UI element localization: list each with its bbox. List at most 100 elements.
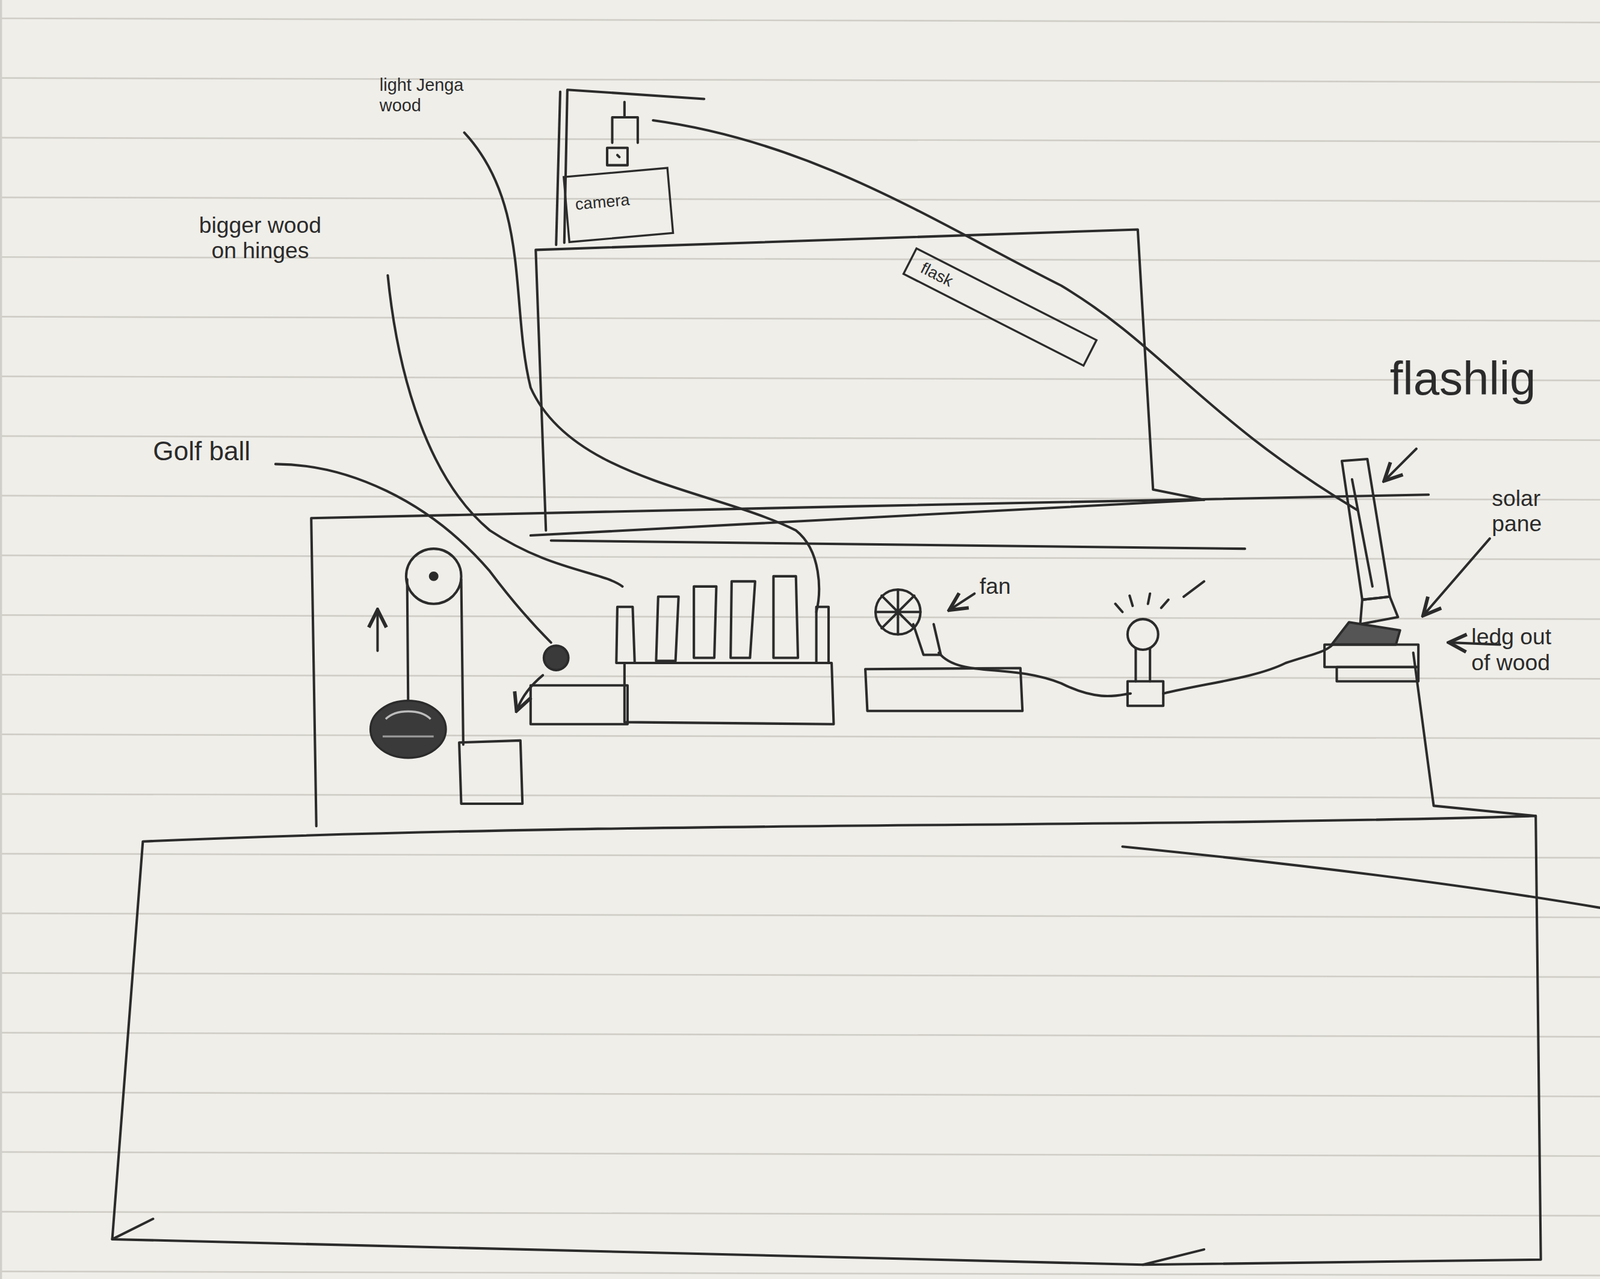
base-board-stroke	[112, 1219, 154, 1240]
leader-lines-stroke	[275, 463, 552, 643]
base-board-stroke	[112, 815, 1542, 1265]
leader-lines-stroke	[1385, 448, 1417, 480]
light-bulb-stroke	[1115, 581, 1205, 612]
leader-lines-stroke	[387, 275, 623, 587]
leader-lines-stroke	[1424, 538, 1490, 614]
jenga-frame-stroke	[564, 89, 705, 243]
fan-stroke	[938, 652, 1131, 697]
ruled-lines	[0, 18, 1600, 1277]
ruled-line	[0, 376, 1600, 381]
pulley-stroke	[376, 611, 379, 651]
jenga-frame-stroke	[617, 155, 620, 158]
solar-panel-stroke	[1331, 622, 1401, 645]
ruled-line	[0, 555, 1600, 560]
ruled-line	[0, 197, 1600, 202]
pulley-stroke	[430, 572, 438, 581]
ruled-line	[0, 913, 1600, 918]
dominoes-stroke	[693, 586, 717, 659]
leader-lines-stroke	[950, 593, 975, 609]
ruled-line	[0, 675, 1600, 680]
jenga-frame-stroke	[607, 148, 628, 166]
counterweight-stroke	[385, 711, 431, 720]
base-board-stroke	[1142, 1249, 1205, 1265]
string-line	[652, 120, 1357, 511]
ruled-line	[0, 1211, 1600, 1217]
jenga-frame-stroke	[555, 92, 561, 245]
solar-panel-stroke	[1336, 667, 1419, 682]
middle-board-stroke	[1413, 652, 1536, 816]
part-label: ledg out of wood	[1471, 624, 1564, 677]
solar-panel	[1324, 622, 1419, 682]
paper-edge	[0, 0, 2, 1279]
ruled-line	[0, 1152, 1600, 1157]
pulley-stroke	[406, 548, 462, 605]
counterweight-stroke	[382, 735, 434, 738]
upper-board-stroke	[530, 500, 1205, 536]
dominoes-stroke	[816, 607, 829, 664]
flashlight	[1341, 459, 1398, 625]
fan	[865, 589, 1131, 712]
ruled-line	[0, 18, 1600, 23]
middle-board	[311, 494, 1536, 827]
light-bulb-stroke	[1135, 648, 1150, 682]
part-label: light Jenga wood	[379, 75, 508, 115]
light-bulb	[1115, 581, 1338, 706]
ruled-line	[0, 316, 1600, 321]
middle-board-stroke	[551, 540, 1245, 550]
base-board-stroke	[1122, 846, 1600, 909]
golf-ball	[517, 645, 569, 709]
dominoes-stroke	[624, 663, 834, 725]
ruled-line	[0, 734, 1600, 739]
counterweight	[370, 701, 446, 759]
flashlight-stroke	[1360, 596, 1399, 625]
ruled-line	[0, 972, 1600, 978]
base-board	[112, 815, 1600, 1265]
dominoes-stroke	[730, 581, 756, 658]
light-bulb-stroke	[1127, 681, 1164, 707]
part-label: bigger wood on hinges	[183, 212, 337, 265]
part-label: fan	[979, 573, 1041, 600]
jenga-frame	[555, 89, 705, 245]
fan-stroke	[913, 624, 942, 656]
light-bulb-stroke	[1163, 640, 1337, 694]
part-label: flashlig	[1389, 352, 1600, 407]
jenga-frame-stroke	[623, 102, 626, 118]
dominoes-stroke	[616, 607, 635, 664]
pulley-stroke	[461, 579, 464, 745]
pulley-stroke	[407, 579, 409, 705]
ruled-line	[0, 853, 1600, 859]
upper-board-stroke	[535, 229, 1205, 531]
solar-panel-stroke	[1324, 644, 1419, 667]
ruled-line	[0, 1092, 1600, 1097]
ruled-line	[0, 1033, 1600, 1038]
node-text: flask	[917, 259, 1094, 361]
part-label: solar pane	[1491, 485, 1574, 538]
camera-box: camera	[562, 166, 674, 244]
ruled-line	[0, 78, 1600, 83]
fan-stroke	[865, 667, 1023, 711]
ruled-line	[0, 137, 1600, 143]
jenga-frame-stroke	[611, 117, 638, 143]
counterweight-stroke	[370, 701, 446, 759]
leader-lines-stroke	[464, 132, 819, 612]
upper-board	[530, 229, 1205, 536]
middle-board-stroke	[311, 494, 1429, 827]
light-bulb-stroke	[1127, 619, 1159, 650]
golf-ball-stroke	[543, 645, 569, 671]
dominoes	[530, 576, 834, 725]
dominoes-stroke	[530, 685, 628, 724]
leader-lines	[275, 132, 1501, 645]
ruled-line	[0, 794, 1600, 799]
flashlight-stroke	[1341, 459, 1390, 600]
dominoes-stroke	[655, 596, 679, 662]
flashlight-stroke	[1352, 479, 1373, 587]
part-label: Golf ball	[152, 436, 256, 468]
pulley-box-stroke	[459, 740, 523, 804]
string-line-stroke	[652, 120, 1357, 511]
dominoes-stroke	[773, 576, 798, 659]
node-text: camera	[574, 187, 666, 214]
